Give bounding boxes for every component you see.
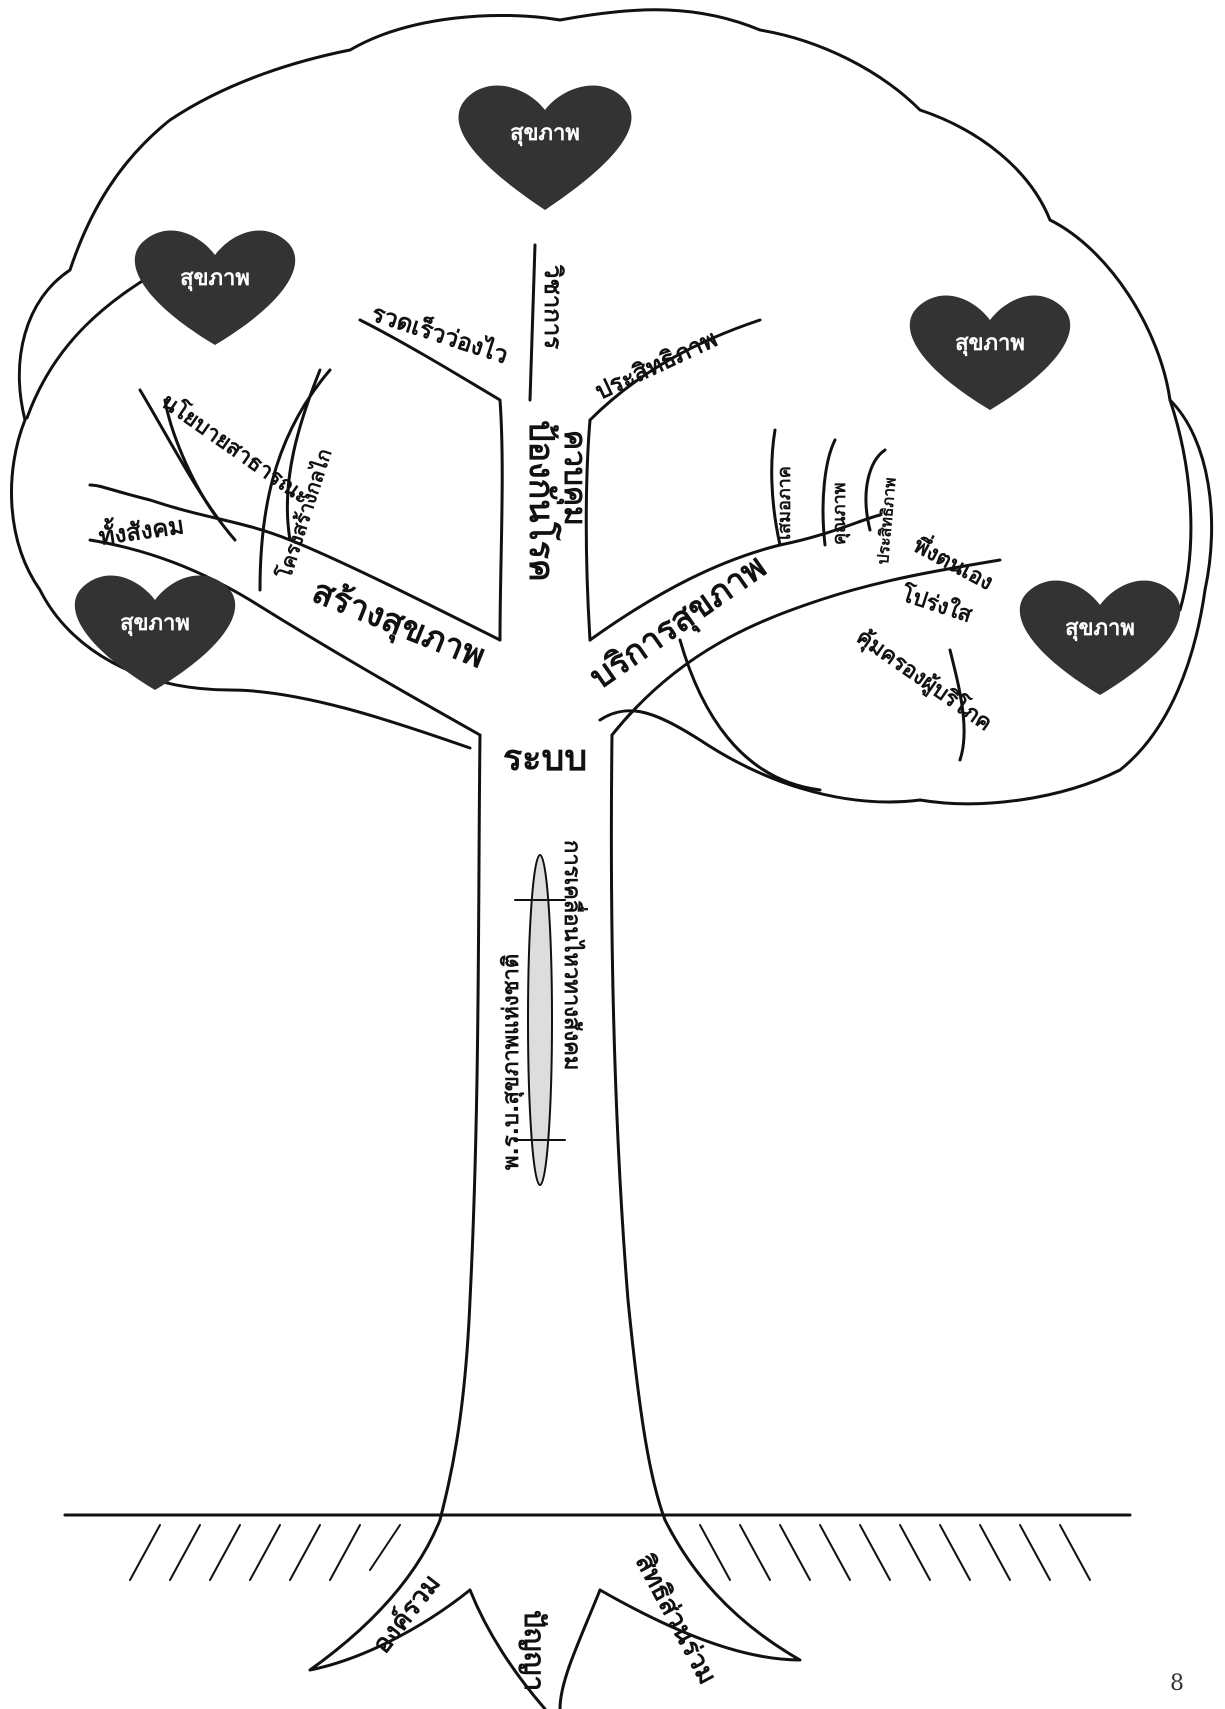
trunk-right-text: การเคลื่อนไหวทางสังคม <box>559 840 589 1070</box>
branch-left-edge <box>285 368 322 542</box>
heart-left-lower <box>74 575 236 690</box>
branch-right-edge <box>948 648 966 762</box>
branch-left-edge <box>163 398 217 517</box>
right-sub-label: โปร่งใส <box>897 580 976 629</box>
heart-right-lower <box>1019 580 1181 695</box>
trunk-right-edge <box>609 733 667 1522</box>
heart-label: สุขภาพ <box>955 331 1025 357</box>
branch-center-edge <box>584 418 592 642</box>
root-label: ปัญญา <box>518 1610 551 1691</box>
top-sub-label: รวดเร็วว่องไว <box>368 298 512 369</box>
left-sub-label: ทั้งสังคม <box>96 506 186 551</box>
branch-center-edge <box>588 318 762 422</box>
heart-left-upper <box>134 230 296 345</box>
branch-label-center-sub: ควบคุม <box>556 430 592 526</box>
canopy-inner-line <box>1168 398 1193 612</box>
branch-right-edge <box>770 428 782 547</box>
branch-center-edge <box>358 318 504 642</box>
right-sub-label: เสมอภาค <box>774 466 795 540</box>
branch-label-right: บริการสุขภาพ <box>582 547 774 699</box>
top-sub-label: ประสิทธิภาพ <box>591 325 722 406</box>
right-sub-label: ประสิทธิภาพ <box>873 477 900 566</box>
trunk-label: ระบบ <box>503 738 587 779</box>
root-outline <box>598 1518 802 1662</box>
top-sub-label: วิชาการ <box>539 264 567 349</box>
heart-label: สุขภาพ <box>1065 616 1135 642</box>
heart-shapes <box>74 85 1181 695</box>
branch-label-center: ป้องกันโรค <box>521 420 562 582</box>
canopy-inner-line <box>678 638 822 792</box>
heart-label: สุขภาพ <box>120 611 190 637</box>
canopy-inner-line <box>25 268 162 420</box>
canopy-outline <box>9 8 1214 806</box>
branch-left-edge <box>258 368 332 592</box>
heart-label: สุขภาพ <box>180 266 250 292</box>
ground-hatching <box>129 1524 1091 1581</box>
heart-label: สุขภาพ <box>510 121 580 147</box>
branch-left-edge <box>88 538 482 737</box>
branch-center-edge <box>528 243 537 402</box>
branch-right-edge <box>610 558 1002 737</box>
branch-right-edge <box>864 448 887 532</box>
root-outline <box>558 1588 602 1709</box>
trunk-left-text: พ.ร.บ.สุขภาพแห่งชาติ <box>499 954 525 1170</box>
right-sub-label: คุณภาพ <box>829 482 851 545</box>
root-label: สิทธิส่วนร่วม <box>629 1549 723 1689</box>
trunk-ellipse <box>527 854 553 1186</box>
branch-left-edge <box>138 388 237 542</box>
heart-top <box>458 85 632 210</box>
branch-right-edge <box>588 513 882 642</box>
trunk-left-edge <box>438 733 482 1522</box>
branch-right-edge <box>821 438 837 547</box>
root-outline <box>308 1518 472 1672</box>
heart-right-upper <box>909 295 1071 410</box>
branch-label-left: สร้างสุขภาพ <box>306 571 491 677</box>
right-sub-label: คุ้มครองผู้บริโภค <box>851 623 998 737</box>
page-number: 8 <box>1170 1671 1184 1696</box>
root-outline <box>468 1588 547 1709</box>
